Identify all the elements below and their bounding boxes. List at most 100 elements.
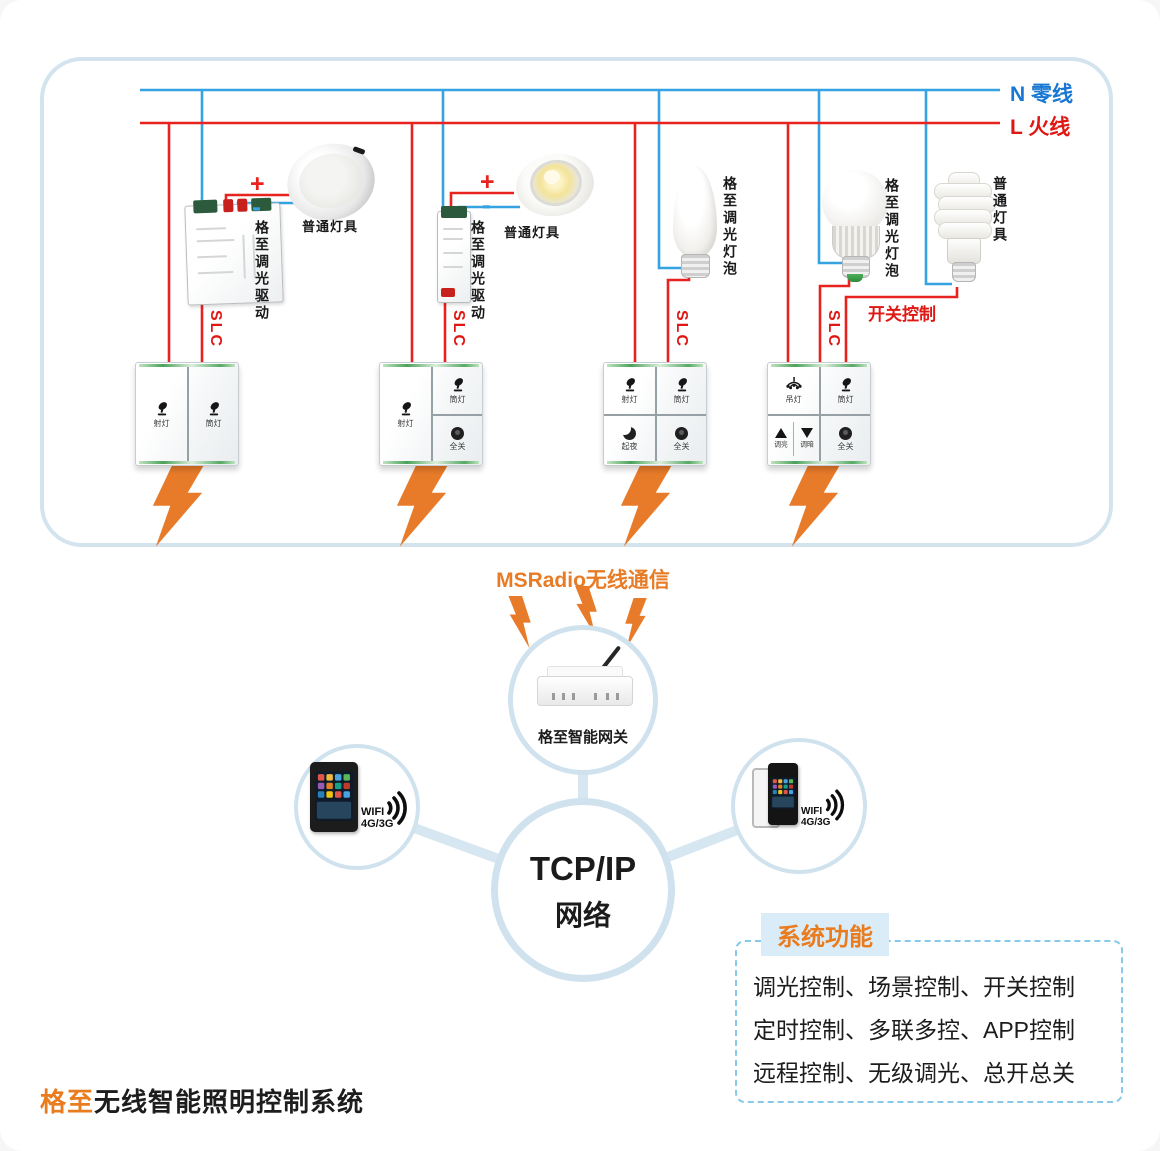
feature-line: 远程控制、无级调光、总开总关 xyxy=(753,1060,1075,1086)
wiring-panel-frame xyxy=(40,57,1113,547)
switch-button-label: 起夜 xyxy=(621,441,638,451)
switch-button: 筒灯 xyxy=(187,367,238,461)
lightning-bolt-icon xyxy=(396,463,450,547)
candle-bulb-base xyxy=(681,254,710,278)
all-off-icon xyxy=(839,426,852,440)
ball-bulb-tip xyxy=(847,274,863,282)
switch-button: 全关 xyxy=(655,414,706,461)
wall-switch-2: 射灯 筒灯 全关 xyxy=(379,362,483,466)
neutral-line-label: N 零线 xyxy=(1010,83,1073,106)
spotlight-icon xyxy=(154,401,170,417)
bulb-4-label: 格至调光灯泡 xyxy=(884,178,900,280)
switch-button-label: 全关 xyxy=(449,441,466,451)
switch-button: 射灯 xyxy=(136,367,187,461)
plus-terminal-label-2: + xyxy=(480,168,495,196)
dimming-driver-2 xyxy=(437,206,471,303)
lightning-bolts xyxy=(152,463,842,649)
gateway-circle xyxy=(508,625,658,775)
wifi-text: WIFI xyxy=(361,806,385,818)
cfl-bulb xyxy=(930,172,1000,292)
lightning-bolt-icon xyxy=(152,463,206,547)
live-line-label: L 火线 xyxy=(1010,116,1071,139)
chandelier-icon xyxy=(785,377,803,393)
all-off-icon xyxy=(675,426,688,440)
phone-screen xyxy=(771,777,795,809)
ball-bulb xyxy=(822,170,888,234)
downlight-icon xyxy=(450,377,466,393)
switch-button: 全关 xyxy=(431,414,482,461)
lightning-bolt-icon xyxy=(620,463,674,547)
switch-button-label: 全关 xyxy=(837,441,854,451)
wall-switch-1: 射灯 筒灯 xyxy=(135,362,239,466)
driver-2-label: 格至调光驱动 xyxy=(470,220,486,322)
spotlight-icon xyxy=(622,377,638,393)
spotlight-lamp xyxy=(511,147,599,223)
switch-button-label: 射灯 xyxy=(621,395,638,404)
switch-button: 筒灯 xyxy=(655,367,706,414)
switch-button: 起夜 xyxy=(604,414,655,461)
minus-terminal-label-2: - xyxy=(482,190,491,220)
downlight-icon xyxy=(674,377,690,393)
slc-label-4: SLC xyxy=(825,310,842,348)
tcpip-circle xyxy=(491,798,675,982)
switch-button: 射灯 xyxy=(604,367,655,414)
candle-bulb xyxy=(673,166,717,258)
lightning-bolt-icon xyxy=(788,463,842,547)
dim-icon xyxy=(800,428,813,438)
button-divider xyxy=(793,421,794,456)
lamp-2-label: 普通灯具 xyxy=(504,225,561,240)
tcpip-label: TCP/IP 网络 xyxy=(491,850,675,934)
msradio-title: MSRadio无线通信 xyxy=(496,569,670,592)
switch-button-label: 吊灯 xyxy=(785,395,802,404)
features-box xyxy=(735,940,1123,1103)
ball-bulb-skirt xyxy=(832,226,880,259)
minus-terminal-label-1: - xyxy=(252,192,261,222)
live-wires xyxy=(140,121,1000,362)
switch-button-label: 射灯 xyxy=(153,418,170,428)
bulb-3-label: 格至调光灯泡 xyxy=(722,176,738,278)
feature-line: 定时控制、多联多控、APP控制 xyxy=(753,1017,1076,1043)
phone-black-device xyxy=(768,763,798,825)
switch-button-label: 筒灯 xyxy=(205,418,222,428)
switch-button-label: 调亮 xyxy=(773,440,788,449)
tcpip-line1: TCP/IP xyxy=(529,850,637,887)
switch-button: 筒灯 xyxy=(819,367,870,414)
spotlight-icon xyxy=(398,401,414,417)
downlight-icon xyxy=(206,401,222,417)
dim-control-group: 调亮 调暗 xyxy=(768,414,819,461)
all-off-icon xyxy=(451,426,464,440)
switch-button: 全关 xyxy=(819,414,870,461)
slc-label-1: SLC xyxy=(207,310,224,348)
radio-bolt-icon xyxy=(508,596,531,649)
switch-button-label: 筒灯 xyxy=(673,395,690,404)
signal-waves-icon xyxy=(387,791,407,825)
switch-button: 射灯 xyxy=(380,367,431,461)
wall-switch-4: 吊灯 筒灯 调亮 调暗 全关 xyxy=(767,362,871,466)
switch-button: 筒灯 xyxy=(431,367,482,414)
tablet-wifi-label: WIFI 4G/3G xyxy=(361,806,393,830)
feature-line: 调光控制、场景控制、开关控制 xyxy=(753,974,1075,1000)
features-title: 系统功能 xyxy=(761,913,889,956)
system-title: 格至无线智能照明控制系统 xyxy=(40,1082,364,1119)
switch-button: 调亮 xyxy=(768,415,793,462)
switch-button: 吊灯 xyxy=(768,367,819,414)
switch-button-label: 筒灯 xyxy=(449,395,466,404)
switch-button-label: 射灯 xyxy=(397,418,414,428)
system-title-text: 无线智能照明控制系统 xyxy=(94,1087,365,1117)
switch-button: 调暗 xyxy=(794,415,819,462)
plus-terminal-label-1: + xyxy=(250,170,265,198)
switch-button-label: 调暗 xyxy=(799,440,814,449)
slc-label-3: SLC xyxy=(673,310,690,348)
brighten-icon xyxy=(774,428,787,438)
signal-waves-icon xyxy=(825,789,845,821)
downlight-icon xyxy=(838,377,854,393)
wall-switch-3: 射灯 筒灯 起夜 全关 xyxy=(603,362,707,466)
gateway-device xyxy=(537,676,633,706)
lamp-5-label: 普通灯具 xyxy=(992,176,1008,244)
wifi-text: WIFI xyxy=(801,806,823,817)
tablet-screen xyxy=(315,771,353,821)
slc-label-2: SLC xyxy=(450,310,467,348)
brand-name: 格至 xyxy=(40,1087,95,1117)
gateway-label: 格至智能网关 xyxy=(537,729,628,746)
